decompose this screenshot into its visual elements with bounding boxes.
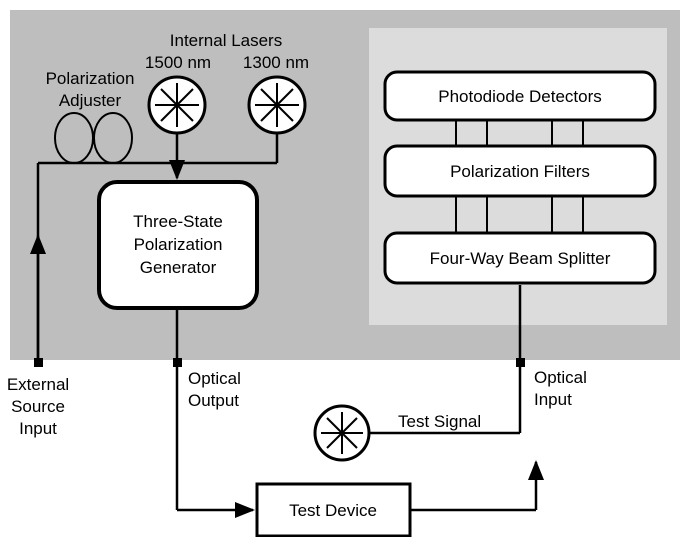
- polarization-filters-label: Polarization Filters: [450, 162, 590, 181]
- beam-splitter-box: [383, 231, 657, 285]
- generator-label-line2: Polarization: [134, 235, 223, 254]
- optical-input-label-line2: Input: [534, 390, 572, 409]
- optical-output-label-line1: Optical: [188, 369, 241, 388]
- polarization-adjuster-label-line1: Polarization: [46, 69, 135, 88]
- generator-label-line1: Three-State: [133, 212, 223, 231]
- polarization-adjuster-label-line2: Adjuster: [59, 91, 122, 110]
- optical-output-connector: [173, 358, 182, 367]
- test-signal-source-icon: [313, 404, 371, 462]
- laser-1300-label: 1300 nm: [243, 53, 309, 72]
- laser-1300-icon: [247, 75, 307, 135]
- laser-1500-label: 1500 nm: [145, 53, 211, 72]
- beam-splitter-label: Four-Way Beam Splitter: [430, 249, 611, 268]
- detector-filter-links: [455, 120, 584, 146]
- external-source-label-line1: External: [7, 375, 69, 394]
- photodiode-detectors-label: Photodiode Detectors: [438, 87, 602, 106]
- test-device-label: Test Device: [289, 501, 377, 520]
- polarization-filters-box: [383, 144, 657, 198]
- filter-splitter-links: [455, 196, 584, 233]
- test-device-box: [255, 482, 412, 537]
- internal-lasers-label: Internal Lasers: [170, 31, 282, 50]
- test-signal-label: Test Signal: [398, 412, 481, 431]
- optical-input-connector: [516, 358, 525, 367]
- polarization-generator-box: [97, 180, 259, 310]
- optical-input-label-line1: Optical: [534, 368, 587, 387]
- external-source-label-line3: Input: [19, 419, 57, 438]
- external-source-label-line2: Source: [11, 397, 65, 416]
- generator-label-line3: Generator: [140, 258, 217, 277]
- photodiode-detectors-box: [383, 70, 657, 122]
- laser-1500-icon: [147, 75, 207, 135]
- optical-output-label-line2: Output: [188, 391, 239, 410]
- external-source-connector: [34, 358, 43, 367]
